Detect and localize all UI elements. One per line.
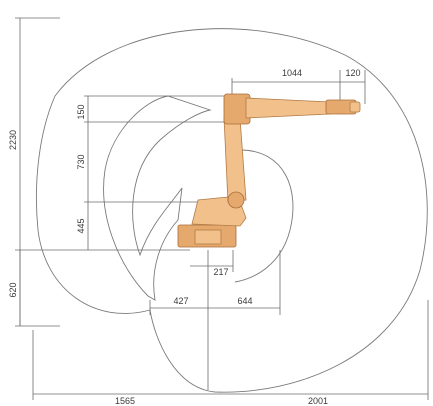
dim-label-150: 150 [76,104,86,119]
robot-base-plate [194,229,222,245]
dim-label-445: 445 [76,218,86,233]
dim-label-644: 644 [237,296,252,306]
robot-upper-arm [245,97,331,119]
inner-reach-arc [234,149,294,283]
outer-work-envelope [35,28,428,393]
dim-label-730: 730 [76,154,86,169]
dim-label-217: 217 [213,267,228,277]
dim-label-1044: 1044 [282,68,302,78]
robot-shoulder-joint [227,191,245,209]
robot-flange [349,101,361,113]
robot-arm-illustration [177,93,361,248]
dim-label-427: 427 [173,296,188,306]
dim-label-620: 620 [8,282,18,297]
dim-label-2001: 2001 [308,396,328,406]
dim-label-1565: 1565 [115,396,135,406]
dim-label-120: 120 [345,68,360,78]
inner-work-envelope [103,95,212,301]
dim-label-2230: 2230 [8,130,18,150]
robot-lower-arm [223,117,247,203]
